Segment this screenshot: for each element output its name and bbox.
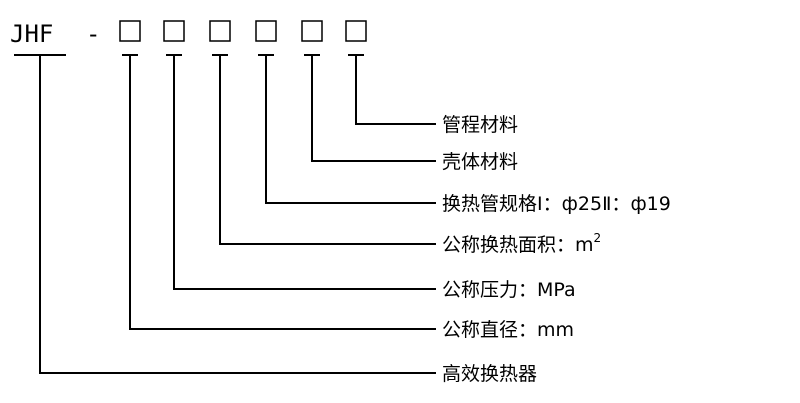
label-text-part: 壳体材料	[442, 151, 518, 173]
code-box-2	[163, 20, 185, 42]
code-box-1	[119, 20, 141, 42]
field-label-3: 换热管规格Ⅰ：ф25Ⅱ：ф19	[442, 193, 671, 215]
leader-line-prefix	[39, 55, 436, 374]
label-text-part: 公称压力：MPa	[442, 279, 576, 301]
field-label-5: 公称压力：MPa	[442, 279, 576, 301]
code-prefix: JHF	[10, 20, 53, 48]
field-labels: 管程材料壳体材料换热管规格Ⅰ：ф25Ⅱ：ф19公称换热面积：m2公称压力：MPa…	[442, 114, 671, 385]
leader-line-box-6	[355, 55, 436, 125]
leader-line-box-3	[219, 55, 436, 245]
code-boxes	[119, 20, 367, 42]
label-text-part: ф19	[630, 193, 670, 215]
leader-line-box-5	[311, 55, 436, 162]
leader-line-box-1	[129, 55, 436, 330]
label-superscript: 2	[594, 231, 602, 245]
code-box-4	[255, 20, 277, 42]
field-label-2: 壳体材料	[442, 151, 518, 173]
label-text-part: 管程材料	[442, 114, 518, 136]
field-label-1: 管程材料	[442, 114, 518, 136]
label-text-part: 换热管规格	[442, 193, 537, 215]
label-text-part: 高效换热器	[442, 363, 537, 385]
code-dash: -	[86, 20, 100, 48]
field-label-7: 高效换热器	[442, 363, 537, 385]
model-code-header: JHF -	[10, 20, 100, 48]
label-text-part: ：	[611, 193, 630, 215]
leader-lines	[14, 54, 436, 374]
code-box-3	[209, 20, 231, 42]
label-text-part: 公称直径：mm	[442, 319, 574, 341]
leader-line-box-2	[173, 55, 436, 290]
field-label-4: 公称换热面积：m2	[442, 231, 601, 256]
label-text-part: ф25	[562, 193, 602, 215]
label-text-part: Ⅰ	[537, 193, 543, 215]
code-box-5	[301, 20, 323, 42]
field-label-6: 公称直径：mm	[442, 319, 574, 341]
code-box-6	[345, 20, 367, 42]
leader-line-box-4	[265, 55, 436, 204]
label-text-part: 公称换热面积：m	[442, 234, 594, 256]
label-text-part: Ⅱ	[602, 193, 611, 215]
label-text-part: ：	[543, 193, 562, 215]
